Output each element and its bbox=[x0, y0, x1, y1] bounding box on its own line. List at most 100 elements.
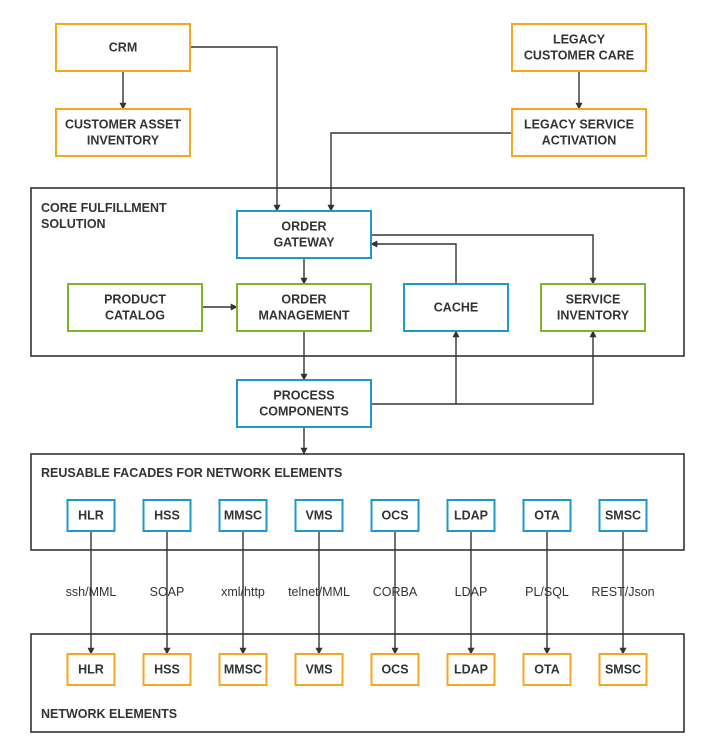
facade-hss-box bbox=[142, 499, 192, 532]
group-core-label: CORE FULFILLMENT bbox=[41, 201, 167, 215]
process-components-label: PROCESS bbox=[273, 389, 334, 403]
facade-smsc-box bbox=[598, 499, 648, 532]
facade-hss-node: HSS bbox=[142, 499, 192, 532]
facade-vms-box bbox=[294, 499, 344, 532]
facade-smsc-node: SMSC bbox=[598, 499, 648, 532]
group-core-label: SOLUTION bbox=[41, 217, 106, 231]
network-hlr-node: HLR bbox=[66, 653, 116, 686]
crm-label: CRM bbox=[109, 41, 137, 55]
facade-ldap-label: LDAP bbox=[454, 509, 488, 523]
network-smsc-label: SMSC bbox=[605, 663, 641, 677]
network-hlr-box bbox=[66, 653, 116, 686]
network-smsc-box bbox=[598, 653, 648, 686]
network-smsc-node: SMSC bbox=[598, 653, 648, 686]
customer-asset-inventory-box bbox=[55, 108, 191, 157]
group-facades-frame bbox=[30, 453, 685, 551]
order-management-label: ORDER bbox=[281, 293, 326, 307]
group-core-frame bbox=[30, 187, 685, 357]
facade-vms-label: VMS bbox=[305, 509, 332, 523]
legacy-service-activation-box bbox=[511, 108, 647, 157]
legacy-service-activation-node: LEGACY SERVICE ACTIVATION bbox=[511, 108, 647, 157]
network-ocs-box bbox=[370, 653, 420, 686]
protocol-label-corba: CORBA bbox=[373, 585, 418, 599]
protocol-label-telnet-mml: telnet/MML bbox=[288, 585, 350, 599]
network-ota-box bbox=[522, 653, 572, 686]
network-mmsc-box bbox=[218, 653, 268, 686]
facade-hlr-label: HLR bbox=[78, 509, 104, 523]
product-catalog-box bbox=[67, 283, 203, 332]
facade-ota-label: OTA bbox=[534, 509, 559, 523]
network-ldap-box bbox=[446, 653, 496, 686]
legacy-customer-care-label: CUSTOMER CARE bbox=[524, 49, 634, 63]
customer-asset-inventory-label: INVENTORY bbox=[87, 134, 160, 148]
network-ldap-node: LDAP bbox=[446, 653, 496, 686]
network-ocs-label: OCS bbox=[381, 663, 408, 677]
network-hss-node: HSS bbox=[142, 653, 192, 686]
network-hlr-label: HLR bbox=[78, 663, 104, 677]
group-network-frame bbox=[30, 633, 685, 733]
protocol-label-ldap: LDAP bbox=[455, 585, 488, 599]
protocol-label-xml-http: xml/http bbox=[221, 585, 265, 599]
order-management-node: ORDER MANAGEMENT bbox=[236, 283, 372, 332]
facade-ota-box bbox=[522, 499, 572, 532]
service-inventory-box bbox=[540, 283, 646, 332]
network-ota-node: OTA bbox=[522, 653, 572, 686]
protocol-label-pl-sql: PL/SQL bbox=[525, 585, 569, 599]
crm-node: CRM bbox=[55, 23, 191, 72]
legacy-customer-care-box bbox=[511, 23, 647, 72]
facade-ocs-node: OCS bbox=[370, 499, 420, 532]
legacy-customer-care-node: LEGACY CUSTOMER CARE bbox=[511, 23, 647, 72]
facade-ldap-box bbox=[446, 499, 496, 532]
facade-ocs-label: OCS bbox=[381, 509, 408, 523]
network-hss-label: HSS bbox=[154, 663, 180, 677]
facade-hss-label: HSS bbox=[154, 509, 180, 523]
product-catalog-node: PRODUCT CATALOG bbox=[67, 283, 203, 332]
group-facades-label: REUSABLE FACADES FOR NETWORK ELEMENTS bbox=[41, 466, 342, 480]
legacy-service-activation-label: LEGACY SERVICE bbox=[524, 118, 634, 132]
order-gateway-label: GATEWAY bbox=[273, 236, 335, 250]
legacy-customer-care-label: LEGACY bbox=[553, 33, 606, 47]
order-management-label: MANAGEMENT bbox=[259, 309, 350, 323]
protocol-label-ssh-mml: ssh/MML bbox=[66, 585, 117, 599]
process-components-box bbox=[236, 379, 372, 428]
network-mmsc-label: MMSC bbox=[224, 663, 262, 677]
service-inventory-label: SERVICE bbox=[566, 293, 621, 307]
cache-node: CACHE bbox=[403, 283, 509, 332]
edge-order-gateway-to-service-inventory bbox=[371, 234, 597, 285]
crm-box bbox=[55, 23, 191, 72]
protocol-label-rest-json: REST/Json bbox=[591, 585, 654, 599]
facade-ocs-box bbox=[370, 499, 420, 532]
facade-mmsc-label: MMSC bbox=[224, 509, 262, 523]
order-management-box bbox=[236, 283, 372, 332]
legacy-service-activation-label: ACTIVATION bbox=[542, 134, 617, 148]
network-ocs-node: OCS bbox=[370, 653, 420, 686]
edge-legacy-activation-to-order-gateway bbox=[327, 132, 512, 212]
group-network-label: NETWORK ELEMENTS bbox=[41, 707, 177, 721]
facade-hlr-node: HLR bbox=[66, 499, 116, 532]
network-ldap-label: LDAP bbox=[454, 663, 488, 677]
facade-mmsc-box bbox=[218, 499, 268, 532]
cache-box bbox=[403, 283, 509, 332]
facade-hlr-box bbox=[66, 499, 116, 532]
cache-label: CACHE bbox=[434, 301, 478, 315]
edge-crm-to-order-gateway bbox=[190, 46, 281, 212]
network-ota-label: OTA bbox=[534, 663, 559, 677]
facade-vms-node: VMS bbox=[294, 499, 344, 532]
network-hss-box bbox=[142, 653, 192, 686]
order-gateway-label: ORDER bbox=[281, 220, 326, 234]
order-gateway-box bbox=[236, 210, 372, 259]
edge-process-components-to-service-inventory bbox=[371, 330, 597, 405]
service-inventory-label: INVENTORY bbox=[557, 309, 630, 323]
network-vms-label: VMS bbox=[305, 663, 332, 677]
product-catalog-label: CATALOG bbox=[105, 309, 165, 323]
order-gateway-node: ORDER GATEWAY bbox=[236, 210, 372, 259]
process-components-label: COMPONENTS bbox=[259, 405, 349, 419]
facade-ldap-node: LDAP bbox=[446, 499, 496, 532]
customer-asset-inventory-label: CUSTOMER ASSET bbox=[65, 118, 181, 132]
network-vms-box bbox=[294, 653, 344, 686]
product-catalog-label: PRODUCT bbox=[104, 293, 166, 307]
service-inventory-node: SERVICE INVENTORY bbox=[540, 283, 646, 332]
network-mmsc-node: MMSC bbox=[218, 653, 268, 686]
network-vms-node: VMS bbox=[294, 653, 344, 686]
